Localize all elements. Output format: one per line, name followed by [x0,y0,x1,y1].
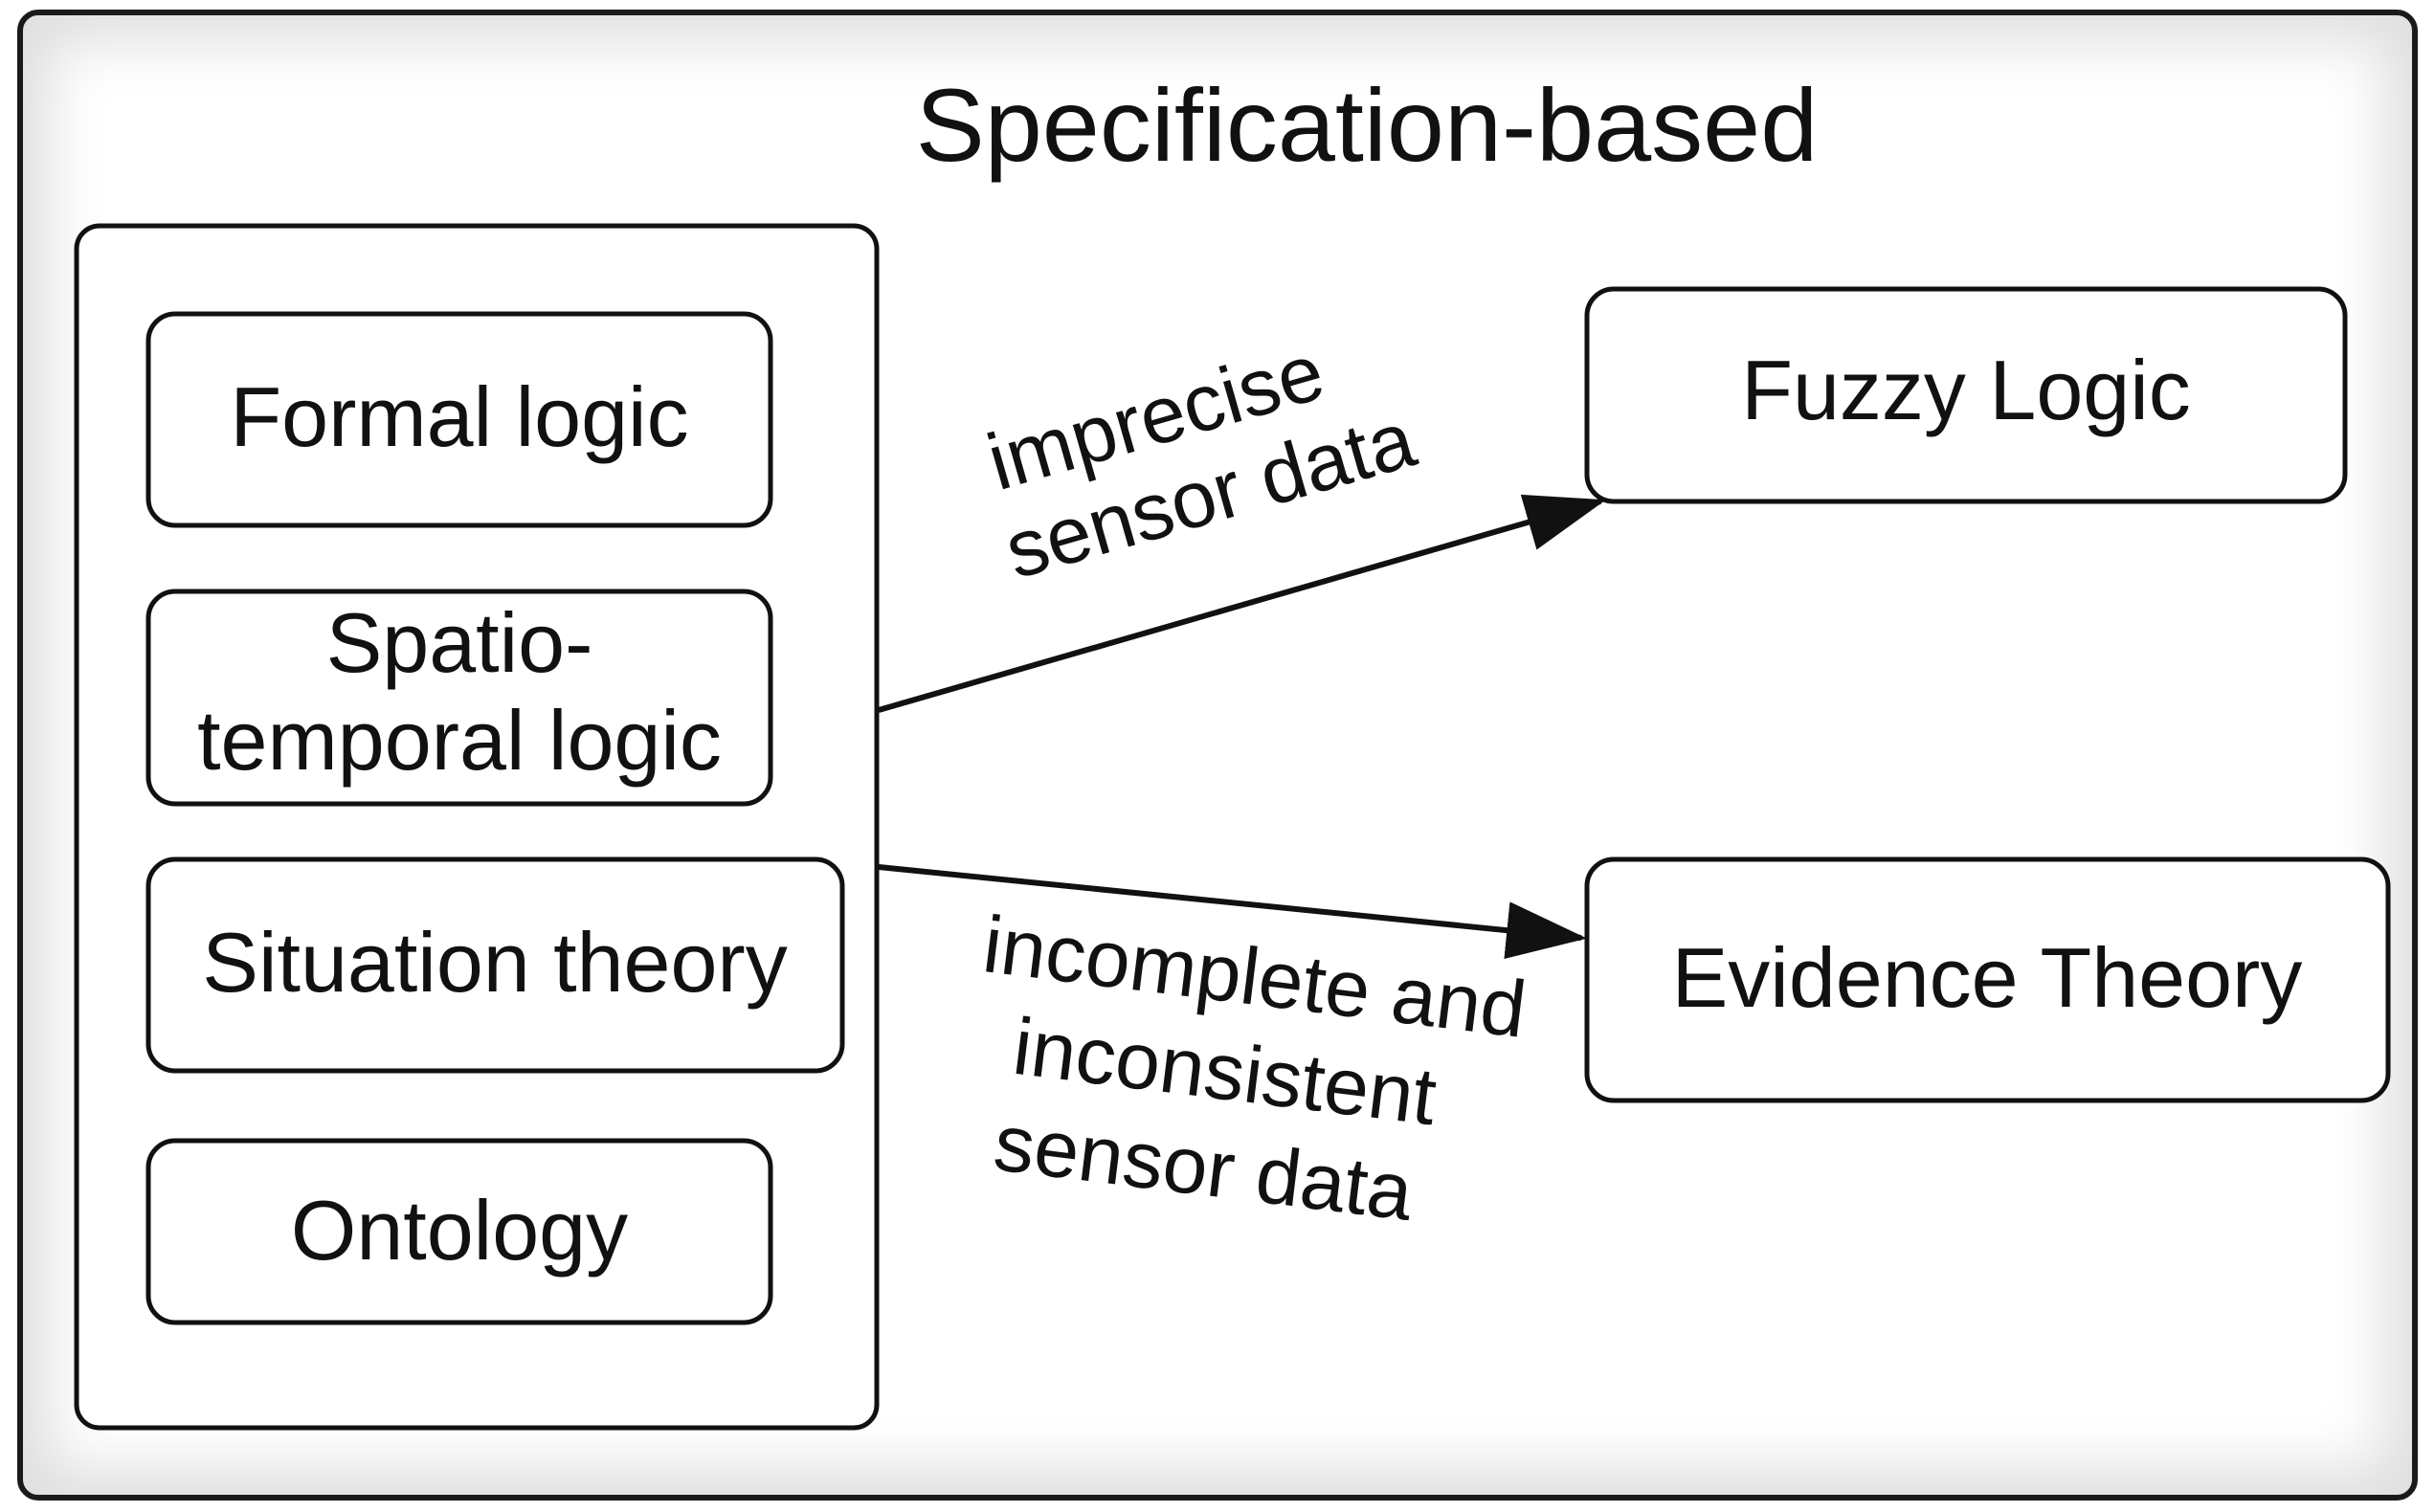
fuzzy-logic-node: Fuzzy Logic [1584,286,2348,504]
situation-theory-node: Situation theory [145,856,845,1074]
arrow-to-evidence-theory [878,864,1587,960]
formal-logic-node: Formal logic [145,311,773,528]
arrow-to-fuzzy-logic [878,494,1606,713]
ontology-node: Ontology [145,1138,773,1325]
fuzzy-logic-label: Fuzzy Logic [1741,343,2191,437]
diagram-title: Specification-based [916,67,1819,183]
incomplete-edge-label: incomplete and inconsistent sensor data [978,899,1530,1237]
spatio-temporal-label-line2: temporal logic [197,693,722,788]
ontology-label: Ontology [291,1183,628,1278]
spatio-temporal-label-line1: Spatio- [326,595,593,690]
evidence-theory-node: Evidence Theory [1584,856,2391,1103]
formal-logic-label: Formal logic [230,369,688,464]
evidence-theory-label: Evidence Theory [1672,930,2303,1025]
spatio-temporal-logic-node: Spatio- temporal logic [145,589,773,807]
situation-theory-label: Situation theory [202,915,788,1010]
imprecise-edge-label: imprecise sensor data [978,326,1425,596]
